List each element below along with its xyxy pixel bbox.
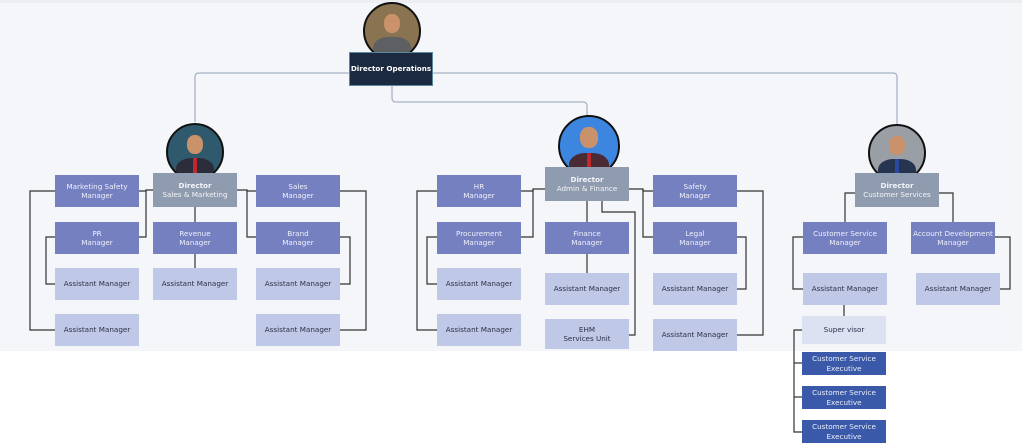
node-title: Assistant Manager	[161, 279, 229, 289]
node-line: PR	[92, 228, 102, 238]
assistant-manager-box[interactable]: Assistant Manager	[256, 314, 340, 346]
node-line: Manager	[571, 238, 603, 247]
node-line: Account Development	[913, 228, 993, 238]
department-connectors	[29, 188, 1011, 433]
avatar-director-customer-services	[868, 124, 926, 182]
node-line: Sales	[288, 181, 308, 191]
node-title: Director	[880, 180, 914, 190]
node-line: Revenue	[179, 228, 211, 238]
assistant-manager-box[interactable]: Assistant Manager	[55, 314, 139, 346]
supervisor-box[interactable]: Super visor	[802, 316, 886, 344]
node-line: Customer Service	[812, 354, 876, 363]
node-title: Assistant Manager	[661, 284, 729, 294]
assistant-manager-box[interactable]: Assistant Manager	[653, 319, 737, 351]
node-line: Manager	[282, 238, 314, 247]
node-line: Manager	[179, 238, 211, 247]
assistant-manager-box[interactable]: Assistant Manager	[916, 273, 1000, 305]
node-line: Services Unit	[563, 334, 611, 343]
node-line: Safety	[683, 181, 707, 191]
node-line: Procurement	[456, 228, 502, 238]
node-line: EHM	[578, 324, 596, 334]
node-title: Assistant Manager	[264, 325, 332, 335]
node-line: Executive	[826, 363, 862, 373]
node-line: Manager	[679, 191, 711, 200]
node-dept: Sales & Marketing	[162, 190, 228, 199]
assistant-manager-box[interactable]: Assistant Manager	[437, 268, 521, 300]
node-title: Assistant Manager	[445, 279, 513, 289]
node-line: Brand	[287, 228, 309, 238]
assistant-manager-box[interactable]: Assistant Manager	[55, 268, 139, 300]
node-title: Assistant Manager	[553, 284, 621, 294]
node-title: Assistant Manager	[264, 279, 332, 289]
node-line: Manager	[463, 238, 495, 247]
node-title: Assistant Manager	[445, 325, 513, 335]
assistant-manager-box[interactable]: Assistant Manager	[153, 268, 237, 300]
node-title: Assistant Manager	[661, 330, 729, 340]
assistant-manager-box[interactable]: Assistant Manager	[545, 273, 629, 305]
assistant-manager-box[interactable]: Assistant Manager	[256, 268, 340, 300]
node-title: Director	[178, 180, 212, 190]
director-operations-box[interactable]: Director Operations	[349, 52, 433, 86]
node-line: Manager	[282, 191, 314, 200]
assistant-manager-box[interactable]: Assistant Manager	[803, 273, 887, 305]
node-line: Executive	[826, 431, 862, 441]
node-line: Manager	[937, 238, 969, 247]
node-line: Customer Service	[813, 228, 877, 238]
top-connectors	[194, 72, 898, 124]
node-line: Legal	[685, 228, 705, 238]
node-line: Customer Service	[812, 422, 876, 431]
node-dept: Admin & Finance	[556, 184, 618, 193]
node-title: Assistant Manager	[63, 325, 131, 335]
node-title: Assistant Manager	[811, 284, 879, 294]
node-title: Assistant Manager	[924, 284, 992, 294]
assistant-manager-box[interactable]: Assistant Manager	[437, 314, 521, 346]
node-title: Director	[570, 174, 604, 184]
node-line: Manager	[829, 238, 861, 247]
node-line: HR	[473, 181, 485, 191]
node-title: Super visor	[823, 325, 865, 335]
node-line: Manager	[463, 191, 495, 200]
node-line: Finance	[573, 228, 601, 238]
assistant-manager-box[interactable]: Assistant Manager	[653, 273, 737, 305]
node-line: Executive	[826, 397, 862, 407]
node-line: Marketing Safety	[66, 181, 128, 191]
node-title: Assistant Manager	[63, 279, 131, 289]
node-line: Manager	[81, 191, 113, 200]
node-line: Manager	[679, 238, 711, 247]
node-line: Manager	[81, 238, 113, 247]
node-line: Customer Service	[812, 388, 876, 397]
node-dept: Customer Services	[863, 190, 931, 199]
node-title: Director Operations	[350, 64, 432, 74]
